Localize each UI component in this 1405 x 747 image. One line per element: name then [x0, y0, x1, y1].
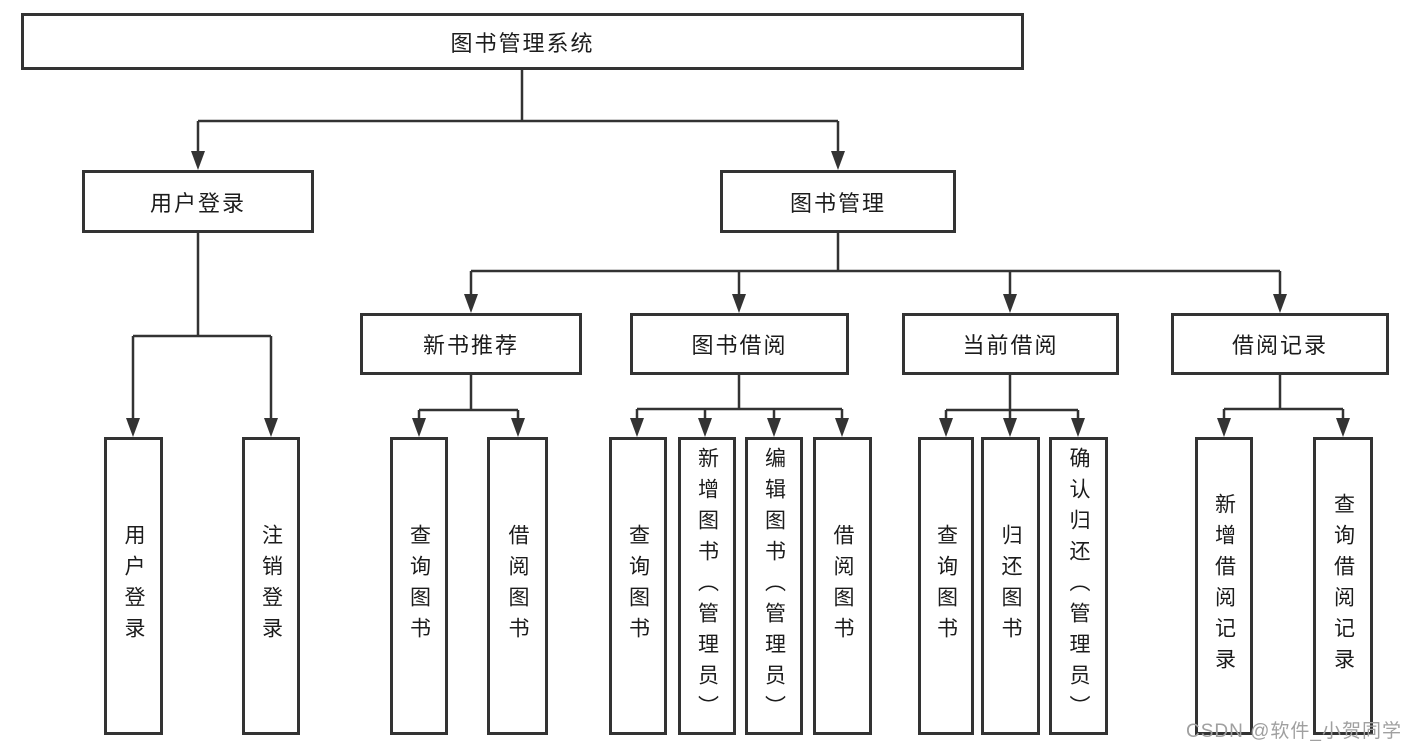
node-root: 图书管理系统 [21, 13, 1024, 70]
leaf-query-books-2-label: 查询图书 [626, 524, 650, 648]
leaf-add-borrow-record: 新增借阅记录 [1195, 437, 1253, 735]
leaf-return-books-label: 归还图书 [999, 524, 1023, 648]
node-book-borrowing-label: 图书借阅 [691, 333, 788, 358]
node-borrowing-records-label: 借阅记录 [1231, 333, 1328, 358]
leaf-logout: 注销登录 [242, 437, 300, 735]
leaf-borrow-books-2: 借阅图书 [813, 437, 872, 735]
leaf-logout-label: 注销登录 [259, 524, 283, 648]
leaf-borrow-books-1-label: 借阅图书 [506, 524, 530, 648]
node-book-management-label: 图书管理 [789, 190, 886, 216]
node-new-book-recommend-label: 新书推荐 [422, 333, 519, 358]
node-user-login-label: 用户登录 [149, 190, 246, 216]
leaf-confirm-return-admin-label: 确认归还（管理员） [1067, 446, 1091, 726]
leaf-borrow-books-1: 借阅图书 [487, 437, 548, 735]
leaf-user-login: 用户登录 [104, 437, 163, 735]
node-root-label: 图书管理系统 [450, 30, 595, 56]
leaf-add-borrow-record-label: 新增借阅记录 [1212, 493, 1236, 679]
node-user-login: 用户登录 [82, 170, 314, 233]
leaf-add-books-admin: 新增图书（管理员） [678, 437, 736, 735]
leaf-query-borrow-record-label: 查询借阅记录 [1331, 493, 1355, 679]
arrowhead-icons [126, 151, 1350, 437]
leaf-edit-books-admin-label: 编辑图书（管理员） [762, 446, 786, 726]
leaf-query-books-3: 查询图书 [918, 437, 974, 735]
connector-stems [131, 70, 1345, 421]
leaf-edit-books-admin: 编辑图书（管理员） [745, 437, 803, 735]
node-book-management: 图书管理 [720, 170, 956, 233]
watermark-text: CSDN @软件_小贺同学 [1186, 721, 1402, 742]
node-borrowing-records: 借阅记录 [1171, 313, 1389, 375]
leaf-query-books-3-label: 查询图书 [934, 524, 958, 648]
node-new-book-recommend: 新书推荐 [360, 313, 582, 375]
leaf-borrow-books-2-label: 借阅图书 [831, 524, 855, 648]
leaf-query-books-1: 查询图书 [390, 437, 448, 735]
node-book-borrowing: 图书借阅 [630, 313, 849, 375]
leaf-query-borrow-record: 查询借阅记录 [1313, 437, 1373, 735]
node-current-borrowing-label: 当前借阅 [962, 333, 1059, 358]
node-current-borrowing: 当前借阅 [902, 313, 1119, 375]
leaf-confirm-return-admin: 确认归还（管理员） [1049, 437, 1108, 735]
leaf-query-books-2: 查询图书 [609, 437, 667, 735]
leaf-return-books: 归还图书 [981, 437, 1040, 735]
leaf-query-books-1-label: 查询图书 [407, 524, 431, 648]
leaf-user-login-label: 用户登录 [122, 524, 146, 648]
leaf-add-books-admin-label: 新增图书（管理员） [695, 446, 719, 726]
